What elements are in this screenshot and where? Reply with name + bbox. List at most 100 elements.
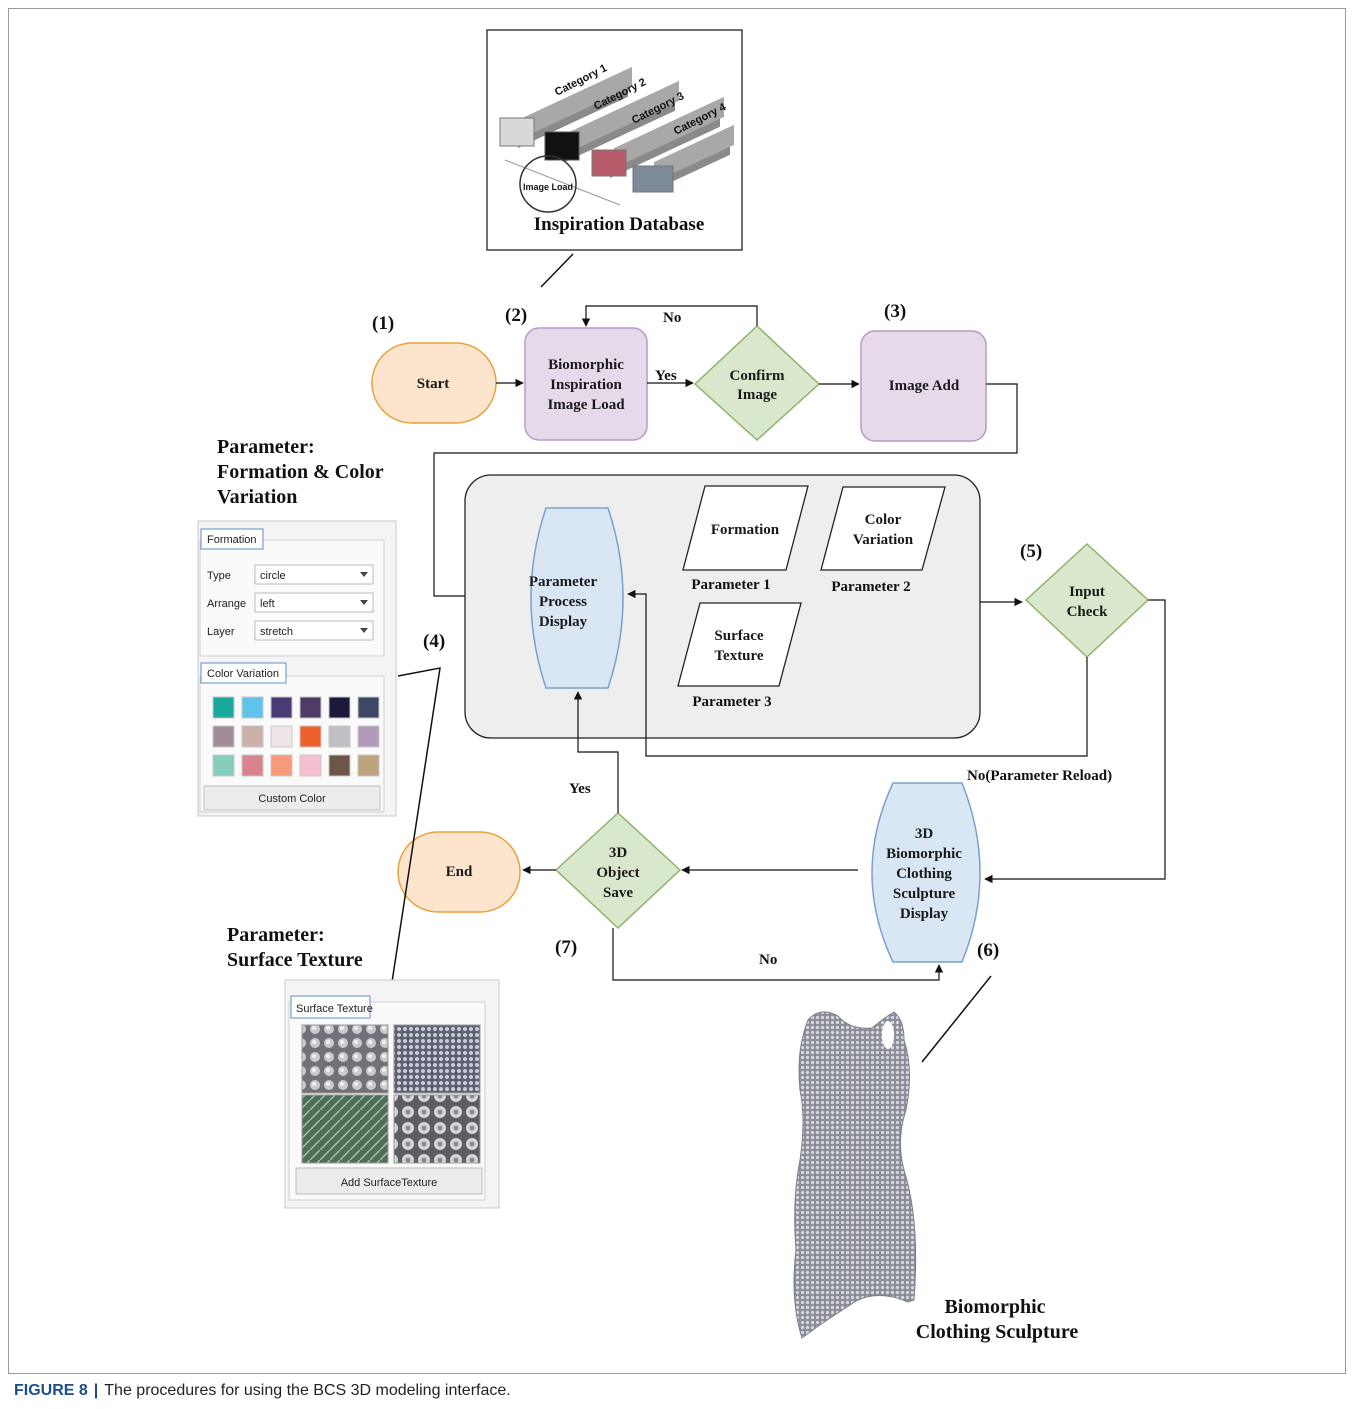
- color-swatch[interactable]: [357, 754, 380, 777]
- svg-text:Biomorphic: Biomorphic: [886, 846, 962, 862]
- color-swatch[interactable]: [357, 725, 380, 748]
- color-swatch[interactable]: [212, 754, 235, 777]
- svg-text:Display: Display: [539, 614, 588, 630]
- edge-label-yes-1: Yes: [655, 368, 677, 384]
- surface-texture-side-label: Parameter: Surface Texture: [227, 924, 363, 971]
- tile-image-4: [632, 165, 674, 193]
- color-swatch-grid: [212, 696, 380, 777]
- image-load-circle[interactable]: [519, 155, 577, 213]
- svg-text:Parameter: Parameter: [529, 574, 598, 590]
- color-swatch[interactable]: [299, 725, 322, 748]
- tab-color-variation[interactable]: [200, 662, 287, 684]
- formation-layer-select[interactable]: [254, 620, 374, 641]
- svg-text:Surface Texture: Surface Texture: [227, 949, 363, 971]
- arrow-save-yes-back: [573, 691, 619, 813]
- svg-text:Formation: Formation: [207, 534, 257, 546]
- svg-text:Parameter:: Parameter:: [217, 436, 315, 458]
- color-swatch[interactable]: [270, 725, 293, 748]
- svg-text:Save: Save: [603, 885, 633, 901]
- step-tag-6: (6): [977, 940, 999, 961]
- tab-formation[interactable]: [200, 528, 264, 550]
- svg-text:3D: 3D: [609, 845, 628, 861]
- svg-text:End: End: [446, 864, 473, 880]
- svg-text:Image: Image: [737, 387, 777, 403]
- arrow-check-no-reload: [627, 589, 1088, 757]
- formation-panel: Formation Type circle Arrange left Layer…: [197, 520, 397, 817]
- svg-text:Variation: Variation: [217, 486, 297, 508]
- color-swatch[interactable]: [328, 696, 351, 719]
- svg-text:Surface: Surface: [714, 628, 763, 644]
- texture-thumb-2[interactable]: [393, 1024, 481, 1094]
- surface-texture-panel: Surface Texture Add SurfaceTexture: [284, 979, 500, 1209]
- svg-text:circle: circle: [260, 570, 286, 582]
- confirm-image-decision: Confirm Image: [693, 324, 821, 442]
- step6-connector: [921, 975, 992, 1063]
- texture-thumb-3[interactable]: [301, 1094, 389, 1164]
- svg-text:Sculpture: Sculpture: [893, 886, 956, 902]
- formation-layer-label: Layer: [207, 626, 235, 638]
- color-swatch[interactable]: [212, 696, 235, 719]
- image-load-label: Image Load: [523, 182, 573, 192]
- inspiration-database-title: Inspiration Database: [534, 214, 705, 235]
- tile-image-3: [591, 149, 627, 177]
- svg-text:Surface Texture: Surface Texture: [296, 1003, 373, 1015]
- formation-arrange-label: Arrange: [207, 598, 246, 610]
- svg-text:Image Load: Image Load: [547, 397, 625, 413]
- svg-text:Check: Check: [1067, 604, 1108, 620]
- end-node: End: [397, 831, 521, 913]
- svg-text:Formation: Formation: [711, 522, 780, 538]
- formation-color-side-label: Parameter: Formation & Color Variation: [217, 436, 384, 508]
- formation-arrange-select[interactable]: [254, 592, 374, 613]
- surface-texture-parameter: Surface Texture: [677, 602, 802, 687]
- color-swatch[interactable]: [270, 696, 293, 719]
- color-swatch[interactable]: [299, 696, 322, 719]
- dress-sculpture-image: [793, 1011, 917, 1339]
- svg-text:stretch: stretch: [260, 626, 293, 638]
- chevron-down-icon: [360, 600, 368, 605]
- edge-label-yes-2: Yes: [569, 781, 591, 797]
- caption-text: The procedures for using the BCS 3D mode…: [104, 1382, 511, 1399]
- image-load-node: Biomorphic Inspiration Image Load: [524, 327, 648, 441]
- chevron-down-icon: [360, 572, 368, 577]
- edge-label-no-reload: No(Parameter Reload): [967, 768, 1112, 784]
- svg-text:Start: Start: [417, 376, 450, 392]
- svg-text:Process: Process: [539, 594, 587, 610]
- svg-text:Custom Color: Custom Color: [258, 793, 326, 805]
- svg-text:Add SurfaceTexture: Add SurfaceTexture: [341, 1177, 438, 1189]
- color-swatch[interactable]: [328, 754, 351, 777]
- svg-text:left: left: [260, 598, 275, 610]
- object-save-decision: 3D Object Save: [554, 811, 682, 930]
- color-swatch[interactable]: [241, 754, 264, 777]
- custom-color-button[interactable]: [203, 785, 381, 811]
- step-tag-7: (7): [555, 937, 577, 958]
- color-swatch[interactable]: [241, 696, 264, 719]
- svg-text:Inspiration: Inspiration: [550, 377, 622, 393]
- edge-label-no-1: No: [663, 310, 681, 326]
- sculpture-display-node: 3D Biomorphic Clothing Sculpture Display: [871, 782, 981, 963]
- color-swatch[interactable]: [328, 725, 351, 748]
- svg-text:Object: Object: [596, 865, 639, 881]
- parameter-2-label: Parameter 2: [831, 579, 910, 595]
- color-swatch[interactable]: [270, 754, 293, 777]
- start-node: Start: [371, 342, 497, 424]
- inspiration-database: Category 1 Category 2 Category 3 Categor…: [486, 29, 743, 251]
- category-stacks: [499, 66, 734, 206]
- step-tag-3: (3): [884, 301, 906, 322]
- color-variation-parameter: Color Variation: [820, 486, 946, 571]
- tab-surface-texture[interactable]: [290, 995, 371, 1019]
- texture-thumb-1[interactable]: [301, 1024, 389, 1094]
- color-swatch[interactable]: [212, 725, 235, 748]
- svg-text:Variation: Variation: [853, 532, 914, 548]
- color-swatch[interactable]: [299, 754, 322, 777]
- arrow-check-to-sculpture: [984, 599, 1166, 884]
- texture-thumb-4[interactable]: [393, 1094, 481, 1164]
- arrow-confirm-no-back: [581, 305, 758, 327]
- color-swatch[interactable]: [241, 725, 264, 748]
- image-add-node: Image Add: [860, 330, 987, 442]
- add-surface-texture-button[interactable]: [295, 1167, 483, 1195]
- step-tag-2: (2): [505, 305, 527, 326]
- formation-type-select[interactable]: [254, 564, 374, 585]
- step4-connectors: [391, 667, 441, 983]
- color-swatch[interactable]: [357, 696, 380, 719]
